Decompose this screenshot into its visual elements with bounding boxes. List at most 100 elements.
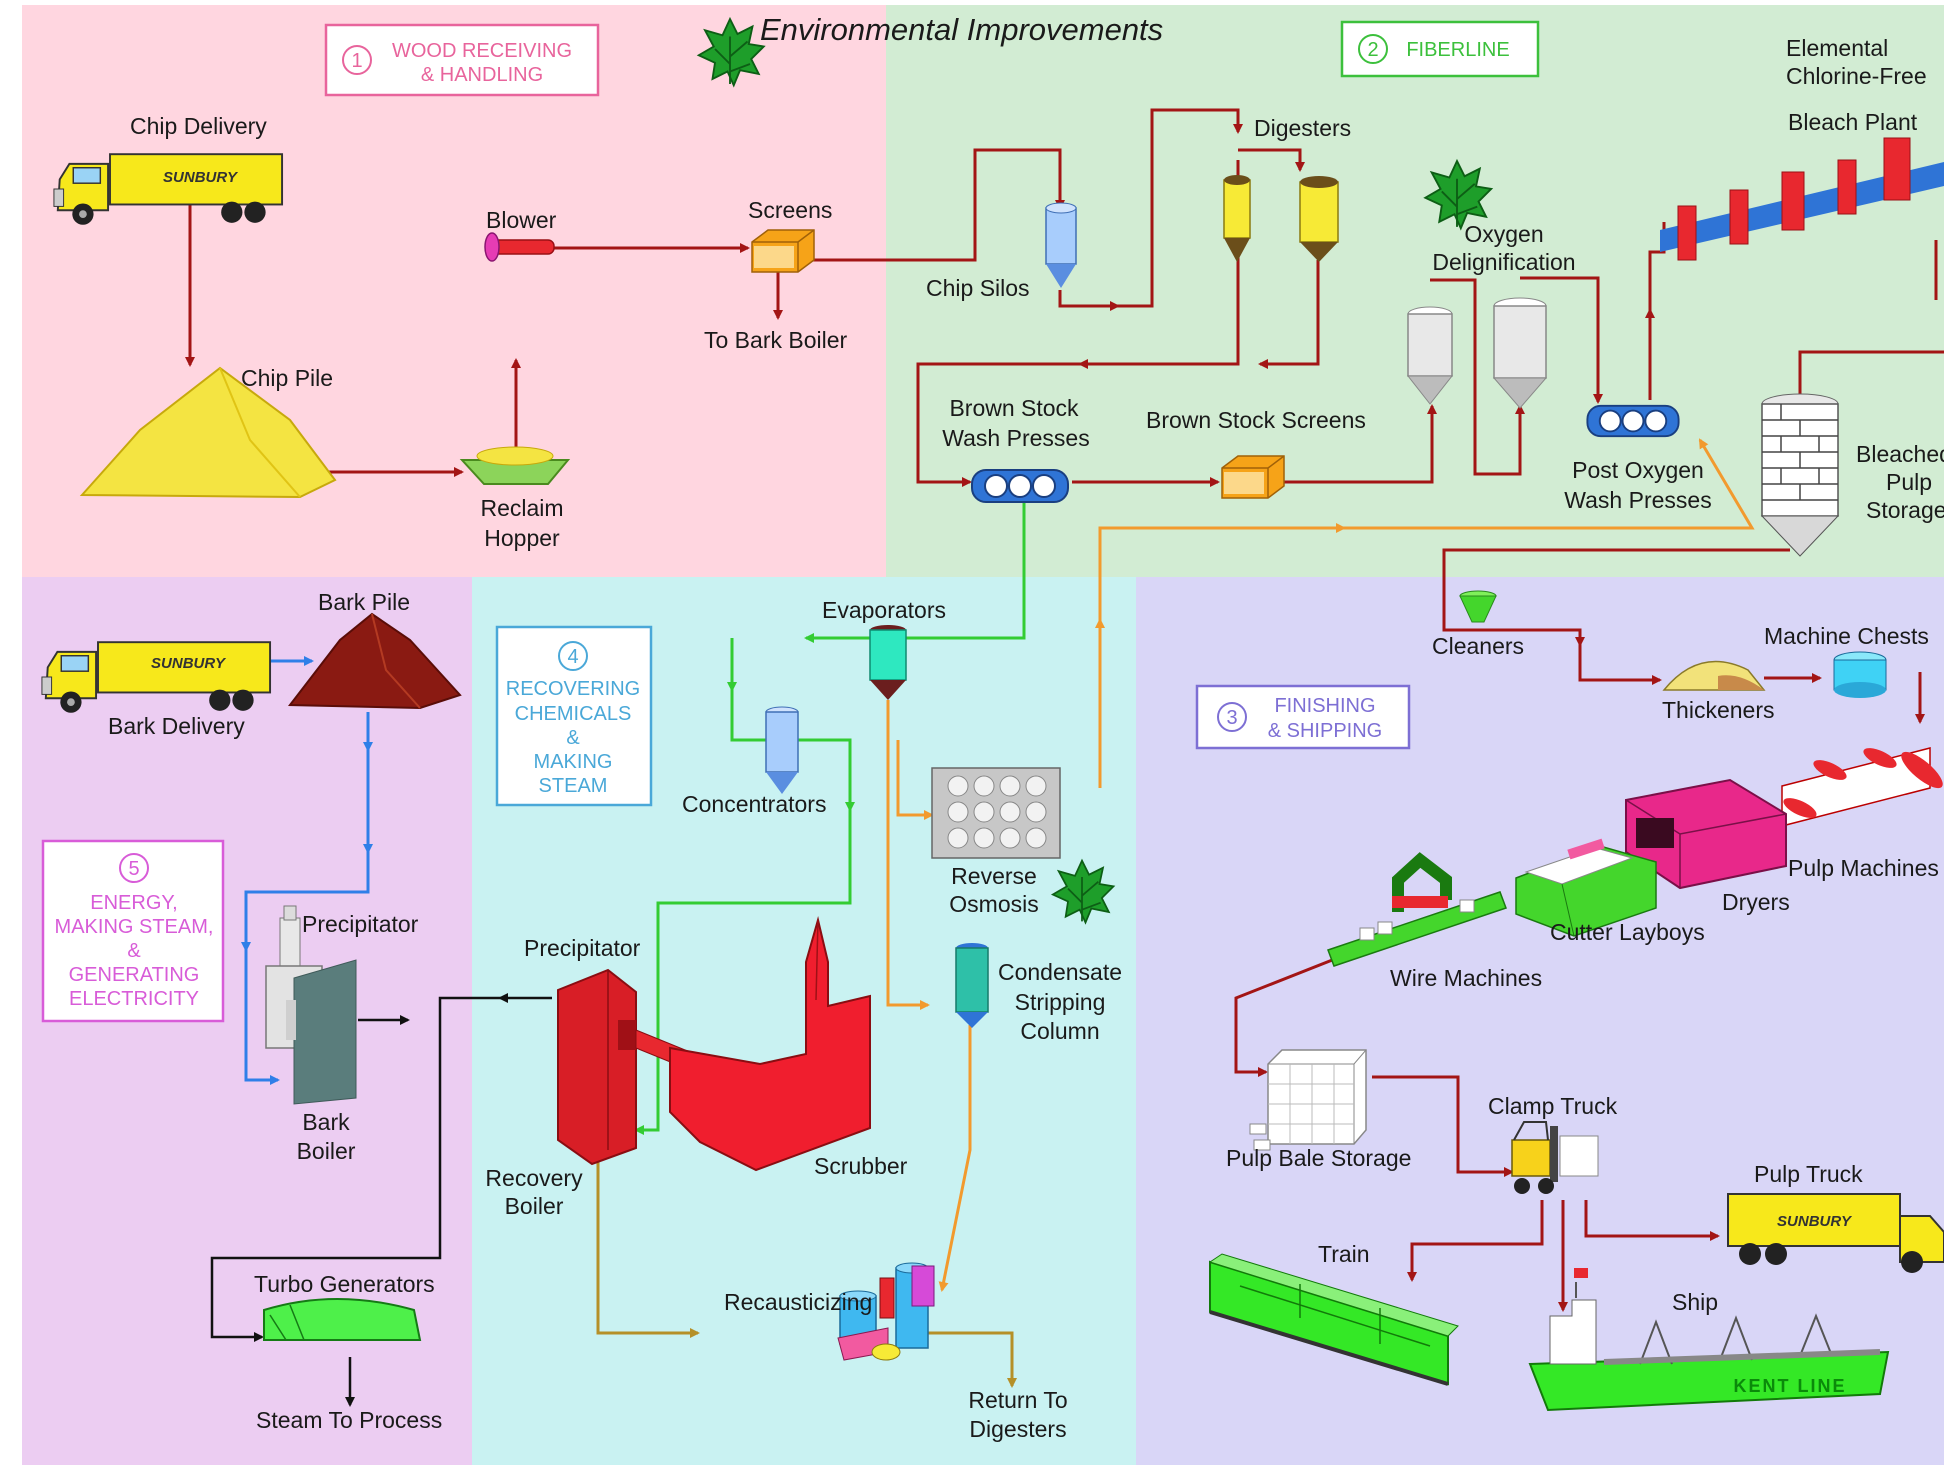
machine-chest: [1833, 651, 1887, 698]
label-to-bark-boiler: To Bark Boiler: [704, 327, 848, 353]
label-cutter-layboys: Cutter Layboys: [1550, 919, 1705, 945]
label-chip-silos: Chip Silos: [926, 275, 1030, 301]
svg-text:1: 1: [351, 50, 362, 72]
label-reverse-osmosis-2: Osmosis: [949, 891, 1038, 917]
chip-delivery-truck: SUNBURY: [52, 153, 284, 226]
label-bark-delivery: Bark Delivery: [108, 713, 245, 739]
label-reclaim-hopper-1: Reclaim: [480, 495, 563, 521]
wire-machine: [1327, 852, 1507, 967]
label-screens: Screens: [748, 197, 832, 223]
page-title: Environmental Improvements: [760, 12, 1163, 47]
pulp-truck: SUNBURY: [1727, 1193, 1944, 1273]
recausticizing-unit: [837, 1262, 935, 1361]
svg-text:&: &: [127, 940, 141, 962]
scrubber: [635, 916, 871, 1172]
label-recausticizing: Recausticizing: [724, 1289, 872, 1315]
label-bleach-plant: Bleach Plant: [1788, 109, 1918, 135]
svg-text:& SHIPPING: & SHIPPING: [1268, 720, 1382, 742]
chip-silo: [1045, 202, 1077, 288]
label-reverse-osmosis-1: Reverse: [951, 863, 1037, 889]
label-post-oxygen-1: Post Oxygen: [1572, 457, 1704, 483]
label-brown-stock-1: Brown Stock: [949, 395, 1079, 421]
svg-text:SUNBURY: SUNBURY: [163, 169, 239, 186]
ship: KENT LINE: [1528, 1268, 1890, 1412]
svg-text:& HANDLING: & HANDLING: [421, 64, 543, 86]
label-condensate-3: Column: [1020, 1018, 1099, 1044]
svg-text:3: 3: [1226, 707, 1237, 729]
svg-text:WOOD RECEIVING: WOOD RECEIVING: [392, 40, 572, 62]
dryer: [1625, 778, 1787, 890]
label-blower: Blower: [486, 207, 557, 233]
section-3-box: 3 FINISHING & SHIPPING: [1195, 684, 1411, 750]
svg-text:2: 2: [1367, 39, 1378, 61]
label-brown-stock-screens: Brown Stock Screens: [1146, 407, 1366, 433]
condensate-stripping-column: [955, 943, 989, 1028]
blower: [484, 232, 555, 262]
label-train: Train: [1318, 1241, 1370, 1267]
svg-text:ENERGY,: ENERGY,: [90, 892, 177, 914]
section-5-box: 5 ENERGY, MAKING STEAM, & GENERATING ELE…: [41, 839, 225, 1023]
svg-text:CHEMICALS: CHEMICALS: [515, 703, 632, 725]
svg-text:KENT LINE: KENT LINE: [1733, 1376, 1846, 1396]
label-digesters: Digesters: [1254, 115, 1351, 141]
bleached-pulp-storage: [1760, 393, 1840, 557]
label-evaporators: Evaporators: [822, 597, 946, 623]
label-recovery-boiler-1: Recovery: [485, 1165, 583, 1191]
clamp-truck: [1511, 1121, 1599, 1194]
label-bark-pile: Bark Pile: [318, 589, 410, 615]
section-2-box: 2 FIBERLINE: [1340, 20, 1540, 78]
label-scrubber: Scrubber: [814, 1153, 908, 1179]
oxygen-tower-1: [1406, 306, 1454, 405]
label-return-digesters-1: Return To: [968, 1387, 1067, 1413]
section-4-box: 4 RECOVERING CHEMICALS & MAKING STEAM: [495, 625, 653, 807]
digester-1: [1223, 175, 1251, 262]
label-precipitator-bark: Precipitator: [302, 911, 419, 937]
liquor-flow-lines: [596, 438, 1755, 1388]
label-dryers: Dryers: [1722, 889, 1790, 915]
oxygen-tower-2: [1492, 297, 1548, 409]
brown-stock-screens: [1221, 455, 1285, 499]
bark-delivery-truck: SUNBURY: [40, 641, 272, 714]
label-condensate-1: Condensate: [998, 959, 1122, 985]
steam-flow-lines: [210, 993, 552, 1407]
svg-text:MAKING STEAM,: MAKING STEAM,: [55, 916, 214, 938]
label-cleaners: Cleaners: [1432, 633, 1524, 659]
svg-text:4: 4: [567, 646, 578, 668]
label-reclaim-hopper-2: Hopper: [484, 525, 560, 551]
label-ecf-2: Chlorine-Free: [1786, 63, 1927, 89]
svg-text:FIBERLINE: FIBERLINE: [1406, 39, 1509, 61]
chip-pile: [79, 366, 337, 499]
concentrator: [765, 706, 799, 794]
svg-text:SUNBURY: SUNBURY: [1777, 1213, 1853, 1230]
screens: [751, 229, 815, 273]
svg-text:FINISHING: FINISHING: [1274, 695, 1375, 717]
thickener: [1662, 660, 1766, 691]
train: [1208, 1253, 1459, 1386]
label-oxygen-1: Oxygen: [1464, 221, 1543, 247]
bark-pile: [288, 612, 462, 710]
label-brown-stock-2: Wash Presses: [942, 425, 1089, 451]
section-1-box: 1 WOOD RECEIVING & HANDLING: [324, 23, 600, 97]
label-clamp-truck: Clamp Truck: [1488, 1093, 1618, 1119]
post-oxygen-wash-presses: [1586, 404, 1680, 438]
label-concentrators: Concentrators: [682, 791, 826, 817]
label-chip-pile: Chip Pile: [241, 365, 333, 391]
turbo-generator: [263, 1298, 422, 1341]
label-thickeners: Thickeners: [1662, 697, 1774, 723]
label-condensate-2: Stripping: [1015, 989, 1106, 1015]
label-ship: Ship: [1672, 1289, 1718, 1315]
label-steam-to-process: Steam To Process: [256, 1407, 442, 1433]
label-wire-machines: Wire Machines: [1390, 965, 1542, 991]
label-pulp-truck: Pulp Truck: [1754, 1161, 1863, 1187]
svg-text:5: 5: [128, 858, 139, 880]
svg-text:MAKING: MAKING: [534, 751, 613, 773]
label-ecf-1: Elemental: [1786, 35, 1888, 61]
cleaner: [1459, 590, 1497, 623]
label-bark-boiler-2: Boiler: [297, 1138, 356, 1164]
svg-text:SUNBURY: SUNBURY: [151, 655, 227, 672]
label-pulp-machines: Pulp Machines: [1788, 855, 1939, 881]
label-bleached-1: Bleached: [1856, 441, 1944, 467]
cutter-layboy: [1515, 838, 1657, 937]
svg-text:GENERATING: GENERATING: [69, 964, 200, 986]
